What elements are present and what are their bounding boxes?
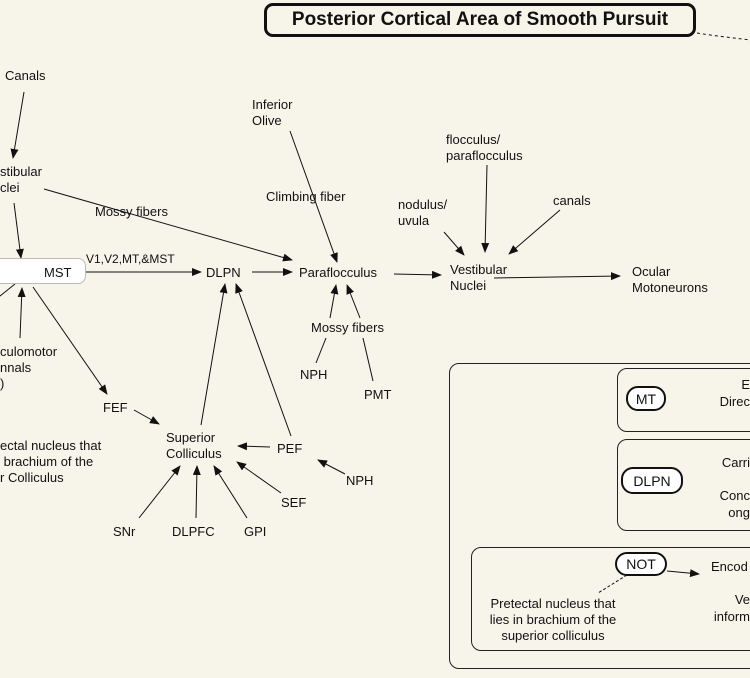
edge-sef-to-sc	[236, 461, 282, 494]
node-canals-left: Canals	[5, 68, 46, 83]
label-mossy-fibers-mid: Mossy fibers	[311, 320, 384, 335]
diagram-title: Posterior Cortical Area of Smooth Pursui…	[264, 3, 696, 37]
legend-desc-mt: E Direc	[719, 377, 750, 409]
edge-gpi-to-sc	[213, 465, 248, 519]
node-mst: MST	[44, 265, 72, 280]
node-fef: FEF	[103, 400, 128, 415]
legend-tag-mt: MT	[626, 386, 666, 411]
node-vestibular-nuclei: Vestibular Nuclei	[450, 262, 508, 293]
legend-note-not: Pretectal nucleus that lies in brachium …	[489, 596, 617, 643]
node-pmt: PMT	[364, 387, 392, 402]
legend-card-not	[471, 547, 750, 651]
edge-vestibular-to-ocular	[493, 272, 621, 281]
node-inferior-olive: Inferior Olive	[252, 97, 293, 128]
label-climbing-fiber: Climbing fiber	[266, 189, 346, 204]
node-sef: SEF	[281, 495, 307, 510]
node-pretectal-left: ectal nucleus that brachium of the r Col…	[0, 438, 102, 485]
not-note-leader	[597, 574, 628, 594]
edge-canals-to-vestibular-right	[508, 209, 561, 255]
edge-paraflocculus-to-vestibular	[393, 270, 442, 279]
edge-snr-to-sc	[138, 465, 181, 519]
node-nph-right: NPH	[346, 473, 374, 488]
node-superior-colliculus: Superior Colliculus	[166, 430, 222, 461]
edge-mossy-to-paraflocculus-b	[346, 284, 361, 319]
label-mossy-fibers-top: Mossy fibers	[95, 204, 168, 219]
legend-card-dlpn	[617, 439, 750, 531]
edge-nph-to-mossy	[315, 337, 327, 364]
legend-tag-not: NOT	[615, 552, 667, 576]
legend-desc-not: Encod	[711, 559, 748, 574]
node-pef: PEF	[277, 441, 303, 456]
edge-oculomotor-to-mst	[17, 287, 26, 339]
title-leader	[696, 32, 750, 41]
edge-nodulus-to-vestibular	[443, 231, 465, 256]
node-nph-bottom: NPH	[300, 367, 328, 382]
mst-node-box	[0, 258, 86, 284]
node-vestibular-left: stibular clei	[0, 164, 42, 195]
edge-canals-to-vestibular	[10, 91, 25, 159]
edge-vestibular-to-mst	[13, 202, 24, 259]
node-ocular-motoneurons: Ocular Motoneurons	[632, 264, 708, 295]
edge-pef-to-sc	[237, 442, 271, 451]
edge-fef-to-sc	[133, 409, 160, 425]
edge-oculomotor-to-mst-tail	[0, 283, 16, 297]
node-oculomotor: culomotor nnals )	[0, 344, 58, 391]
edge-mst-to-fef	[32, 286, 108, 395]
edge-vestibular-to-paraflocculus	[43, 188, 293, 262]
node-snr: SNr	[113, 524, 136, 539]
legend-panel	[449, 363, 750, 669]
edge-mossy-to-paraflocculus-a	[329, 284, 339, 319]
edge-flocculus-to-vestibular	[481, 164, 490, 253]
legend-desc-not-2: Ve inform	[713, 592, 750, 624]
edge-not-to-encod	[666, 569, 700, 578]
edge-dlpfc-to-sc	[192, 465, 201, 519]
node-nodulus: nodulus/ uvula	[398, 197, 448, 228]
node-dlpn: DLPN	[206, 265, 241, 280]
legend-tag-dlpn: DLPN	[621, 467, 683, 494]
node-canals-right: canals	[553, 193, 591, 208]
edge-pef-to-dlpn	[235, 283, 292, 437]
legend-desc-dlpn-1: Carri	[721, 455, 750, 470]
edge-olive-to-paraflocculus	[289, 130, 338, 263]
label-v1-v2-mt-mst: V1,V2,MT,&MST	[86, 252, 175, 266]
edge-nph-to-pef	[317, 459, 346, 475]
legend-desc-dlpn-2: Conc ong	[719, 488, 750, 520]
node-gpi: GPI	[244, 524, 267, 539]
edge-pmt-to-mossy	[362, 337, 374, 382]
node-flocculus: flocculus/ paraflocculus	[446, 132, 523, 163]
edge-sc-to-dlpn	[200, 283, 228, 426]
legend-card-mt	[617, 368, 750, 432]
node-dlpfc: DLPFC	[172, 524, 215, 539]
node-paraflocculus: Paraflocculus	[299, 265, 378, 280]
